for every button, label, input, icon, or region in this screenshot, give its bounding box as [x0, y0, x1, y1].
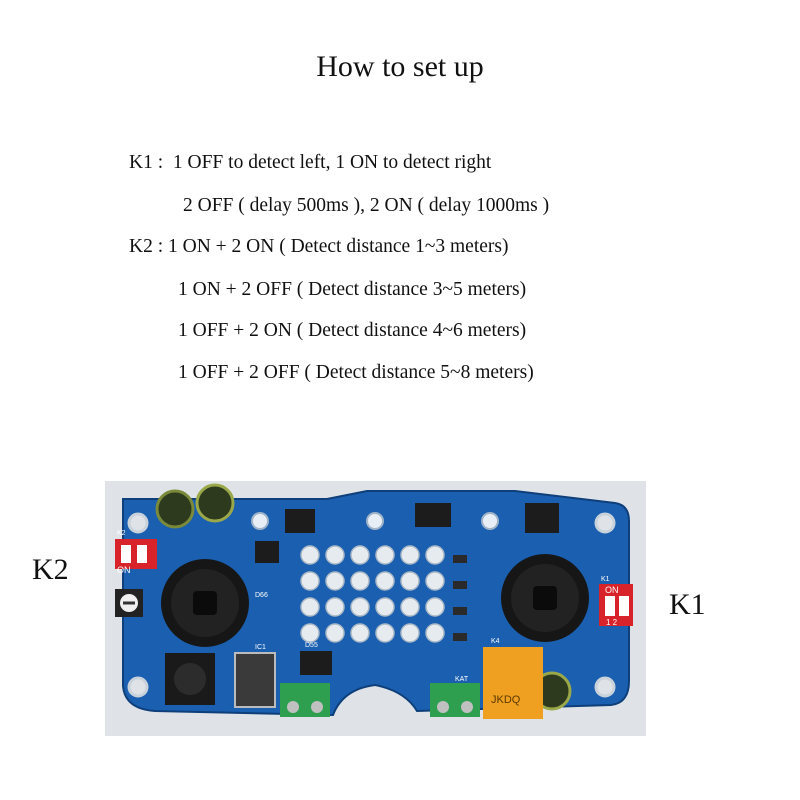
- k1-instruction-line-1: K1 : 1 OFF to detect left, 1 ON to detec…: [129, 152, 492, 173]
- pcb-photo: ON: [105, 481, 646, 736]
- matrix-led: [375, 597, 395, 617]
- k1-switch-numbers: 1 2: [606, 618, 618, 627]
- matrix-led: [400, 597, 420, 617]
- matrix-led: [350, 571, 370, 591]
- silk-k2: K2: [117, 530, 126, 537]
- silk-kat: KAT: [455, 676, 469, 683]
- pcb-board-illustration: ON: [105, 481, 646, 736]
- k2-instruction-line-2: 1 ON + 2 OFF ( Detect distance 3~5 meter…: [178, 279, 527, 300]
- k2-dip-switch: ON: [115, 539, 157, 575]
- k2-instruction-line-3: 1 OFF + 2 ON ( Detect distance 4~6 meter…: [178, 320, 527, 341]
- silk-k4: K4: [491, 638, 500, 645]
- matrix-led: [300, 545, 320, 565]
- silk-d55: D55: [305, 642, 318, 649]
- k1-label: K1: [669, 588, 706, 621]
- silk-ic1: IC1: [255, 644, 266, 651]
- matrix-led: [325, 623, 345, 643]
- silk-d66: D66: [255, 592, 268, 599]
- matrix-led: [350, 597, 370, 617]
- k1-switch-on-text: ON: [605, 585, 619, 595]
- k2-switch-on-text: ON: [117, 565, 131, 575]
- matrix-led: [375, 623, 395, 643]
- k2-label: K2: [32, 553, 69, 586]
- matrix-led: [300, 571, 320, 591]
- matrix-led: [400, 571, 420, 591]
- matrix-led: [425, 545, 445, 565]
- voltage-regulator: [234, 652, 276, 708]
- terminal-blocks: [280, 683, 480, 717]
- matrix-led: [350, 545, 370, 565]
- ic-chips: [255, 503, 559, 675]
- potentiometer: [115, 589, 143, 617]
- matrix-led: [325, 571, 345, 591]
- matrix-led: [425, 623, 445, 643]
- mounting-holes: [127, 512, 616, 698]
- matrix-led: [300, 597, 320, 617]
- matrix-led: [425, 597, 445, 617]
- right-pir-sensor: [501, 554, 589, 642]
- matrix-led: [400, 623, 420, 643]
- inductor: [165, 653, 215, 705]
- matrix-led: [375, 571, 395, 591]
- matrix-led: [400, 545, 420, 565]
- relay: JKDQ: [483, 647, 543, 719]
- matrix-led: [375, 545, 395, 565]
- k1-dip-switch: ON 1 2: [599, 584, 633, 627]
- matrix-led: [425, 571, 445, 591]
- silk-k1: K1: [601, 576, 610, 583]
- relay-brand-text: JKDQ: [491, 694, 521, 706]
- k2-instruction-line-1: K2 : 1 ON + 2 ON ( Detect distance 1~3 m…: [129, 236, 509, 257]
- matrix-led: [325, 597, 345, 617]
- matrix-led: [325, 545, 345, 565]
- matrix-led: [300, 623, 320, 643]
- page-title: How to set up: [316, 50, 484, 83]
- led-matrix: [300, 545, 445, 643]
- indicator-leds: [251, 512, 499, 530]
- matrix-led: [350, 623, 370, 643]
- k1-instruction-line-2: 2 OFF ( delay 500ms ), 2 ON ( delay 1000…: [183, 195, 550, 216]
- resistors: [453, 555, 467, 641]
- left-pir-sensor: [161, 559, 249, 647]
- k2-instruction-line-4: 1 OFF + 2 OFF ( Detect distance 5~8 mete…: [178, 362, 534, 383]
